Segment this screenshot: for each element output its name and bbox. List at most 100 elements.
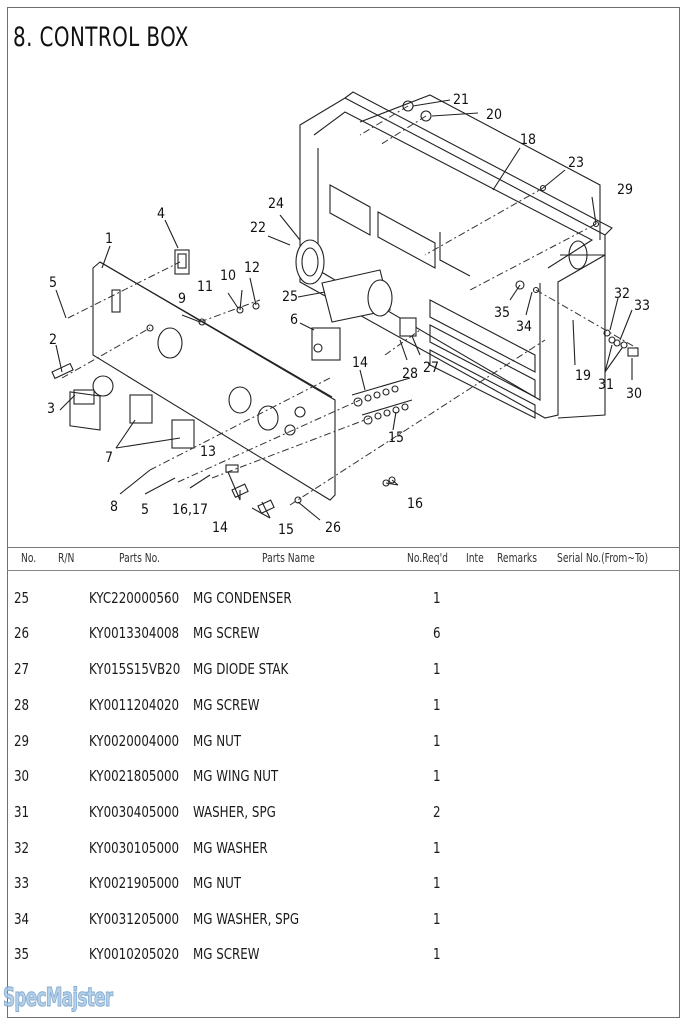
table-row: 27 KY015S15VB20 MG DIODE STAK 1 [0, 660, 685, 680]
fuse-holder-part-2 [51, 362, 74, 380]
header-parts-no: Parts No. [119, 551, 160, 565]
receptacle-part-7 [129, 394, 195, 449]
front-panel [92, 261, 336, 501]
header-serial: Serial No.(From~To) [557, 551, 649, 565]
callout-28: 28 [402, 366, 418, 382]
table-row: 29 KY0020004000 MG NUT 1 [0, 732, 685, 752]
cell-no: 31 [14, 803, 30, 821]
exploded-parts-diagram: 21 20 18 23 29 4 24 22 1 10 12 11 5 25 9… [47, 91, 650, 538]
callout-4: 4 [157, 206, 165, 222]
terminal-strip-part-14-15 [351, 377, 413, 425]
cell-no: 34 [14, 910, 30, 928]
condenser-part-25 [321, 269, 393, 323]
callout-11: 11 [197, 279, 213, 295]
cell-parts-name: MG NUT [193, 732, 242, 750]
leader-lines [55, 99, 633, 521]
cell-parts-no: KY0013304008 [89, 624, 180, 642]
cell-parts-name: MG WASHER, SPG [193, 910, 300, 928]
cell-no: 27 [14, 660, 30, 678]
callout-31: 31 [598, 377, 614, 393]
cell-parts-name: MG SCREW [193, 696, 260, 714]
callout-34: 34 [516, 319, 532, 335]
callout-33: 33 [634, 298, 650, 314]
cell-no: 25 [14, 589, 30, 607]
switch-part-4 [174, 249, 190, 275]
header-parts-name: Parts Name [262, 551, 315, 565]
cell-parts-no: KY0011204020 [89, 696, 180, 714]
callout-5-top: 5 [49, 275, 57, 291]
assembly-lines [61, 105, 641, 506]
cell-qty: 1 [433, 874, 441, 892]
callout-15-bottom: 15 [278, 522, 294, 538]
cell-parts-no: KY0010205020 [89, 945, 180, 963]
table-row: 32 KY0030105000 MG WASHER 1 [0, 839, 685, 859]
callout-14-bottom: 14 [212, 520, 228, 536]
cell-parts-name: MG NUT [193, 874, 242, 892]
cell-parts-name: MG WASHER [193, 839, 268, 857]
cell-qty: 1 [433, 767, 441, 785]
callout-23: 23 [568, 155, 584, 171]
callout-19: 19 [575, 368, 591, 384]
cell-no: 29 [14, 732, 30, 750]
table-row: 33 KY0021905000 MG NUT 1 [0, 874, 685, 894]
cell-parts-no: KY0031205000 [89, 910, 180, 928]
callout-26: 26 [325, 520, 341, 536]
callout-30: 30 [626, 386, 642, 402]
header-rn: R/N [58, 551, 75, 565]
cell-qty: 2 [433, 803, 441, 821]
cell-qty: 1 [433, 910, 441, 928]
callout-3: 3 [47, 401, 55, 417]
table-row: 31 KY0030405000 WASHER, SPG 2 [0, 803, 685, 823]
cell-qty: 1 [433, 660, 441, 678]
cell-parts-no: KY0021905000 [89, 874, 180, 892]
cell-qty: 1 [433, 945, 441, 963]
cell-parts-no: KY015S15VB20 [89, 660, 181, 678]
cell-qty: 1 [433, 589, 441, 607]
table-row: 30 KY0021805000 MG WING NUT 1 [0, 767, 685, 787]
callout-12: 12 [244, 260, 260, 276]
callout-20: 20 [486, 107, 502, 123]
table-row: 34 KY0031205000 MG WASHER, SPG 1 [0, 910, 685, 930]
cell-no: 33 [14, 874, 30, 892]
callout-6: 6 [290, 312, 298, 328]
callout-24: 24 [268, 196, 284, 212]
breaker-part-6 [311, 327, 341, 361]
cell-qty: 1 [433, 839, 441, 857]
callout-32: 32 [614, 286, 630, 302]
callout-25: 25 [282, 289, 298, 305]
cell-no: 35 [14, 945, 30, 963]
table-header-top-rule [7, 547, 680, 548]
page-title: 8. CONTROL BOX [13, 22, 189, 53]
cell-parts-name: WASHER, SPG [193, 803, 276, 821]
callout-29: 29 [617, 182, 633, 198]
header-remarks: Remarks [497, 551, 538, 565]
callout-15-top: 15 [388, 430, 404, 446]
callout-21: 21 [453, 92, 469, 108]
meter-part-3 [69, 375, 114, 431]
cell-parts-name: MG CONDENSER [193, 589, 292, 607]
callout-8: 8 [110, 499, 118, 515]
cell-parts-no: KY0020004000 [89, 732, 180, 750]
callout-9: 9 [178, 291, 186, 307]
table-row: 35 KY0010205020 MG SCREW 1 [0, 945, 685, 965]
callout-16: 16 [407, 496, 423, 512]
callout-35: 35 [494, 305, 510, 321]
diode-stack-part-27 [399, 317, 417, 337]
callout-1: 1 [105, 231, 113, 247]
callout-16-17: 16,17 [172, 502, 208, 518]
table-row: 25 KYC220000560 MG CONDENSER 1 [0, 589, 685, 609]
cell-parts-name: MG SCREW [193, 945, 260, 963]
cell-qty: 1 [433, 732, 441, 750]
callout-labels: 21 20 18 23 29 4 24 22 1 10 12 11 5 25 9… [47, 92, 650, 538]
cell-qty: 6 [433, 624, 441, 642]
cell-parts-no: KY0021805000 [89, 767, 180, 785]
header-no-reqd: No.Req'd [407, 551, 448, 565]
cell-qty: 1 [433, 696, 441, 714]
cell-no: 30 [14, 767, 30, 785]
callout-27: 27 [423, 360, 439, 376]
control-box-housing [299, 91, 613, 419]
callout-13: 13 [200, 444, 216, 460]
cell-parts-name: MG DIODE STAK [193, 660, 289, 678]
table-header-bottom-rule [7, 570, 680, 571]
callout-22: 22 [250, 220, 266, 236]
